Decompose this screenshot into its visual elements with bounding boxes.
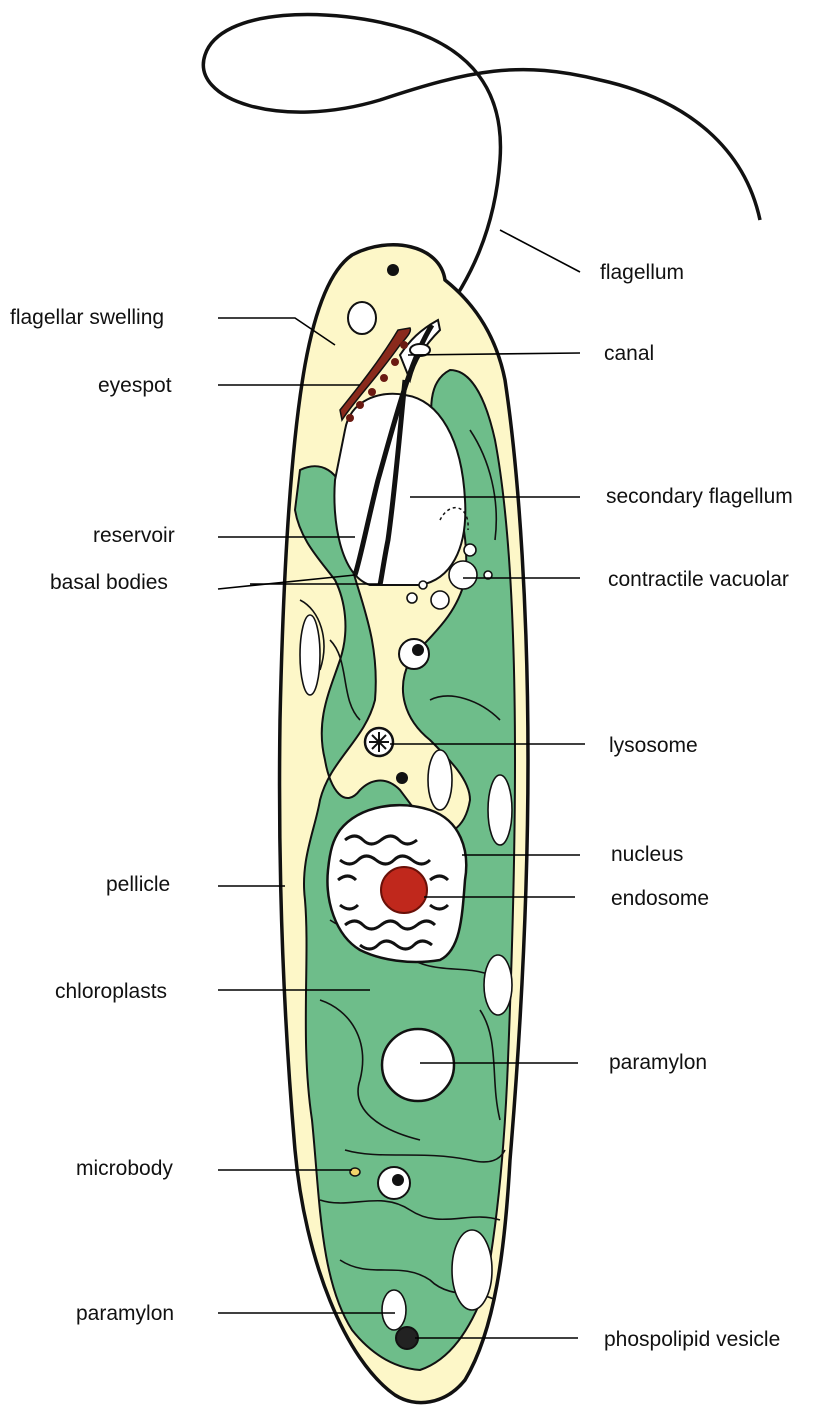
label-eyespot: eyespot	[98, 374, 172, 397]
vesicle-core	[412, 644, 424, 656]
label-paramylon-right: paramylon	[609, 1051, 707, 1074]
label-nucleus: nucleus	[611, 843, 683, 866]
phospolipid-vesicle	[396, 1327, 418, 1349]
label-basal-bodies: basal bodies	[50, 571, 168, 594]
upper-vesicle	[348, 302, 376, 334]
top-organelle	[387, 264, 399, 276]
label-pellicle: pellicle	[106, 873, 170, 896]
label-phospolipid-vesicle: phospolipid vesicle	[604, 1328, 780, 1351]
label-secondary-flagellum: secondary flagellum	[606, 485, 793, 508]
paramylon-large	[382, 1029, 454, 1101]
label-reservoir: reservoir	[93, 524, 175, 547]
label-microbody: microbody	[76, 1157, 173, 1180]
leader-flagellum	[500, 230, 580, 272]
label-chloroplasts: chloroplasts	[55, 980, 167, 1003]
label-endosome: endosome	[611, 887, 709, 910]
label-flagellum: flagellum	[600, 261, 684, 284]
label-flagellar-swelling: flagellar swelling	[10, 306, 164, 329]
endosome	[381, 867, 427, 913]
label-contractile-vacuolar: contractile vacuolar	[608, 568, 789, 591]
lysosome	[365, 728, 393, 756]
label-canal: canal	[604, 342, 654, 365]
label-lysosome: lysosome	[609, 734, 698, 757]
vesicle-lower-core	[392, 1174, 404, 1186]
label-paramylon-left: paramylon	[76, 1302, 174, 1325]
small-dot	[396, 772, 408, 784]
